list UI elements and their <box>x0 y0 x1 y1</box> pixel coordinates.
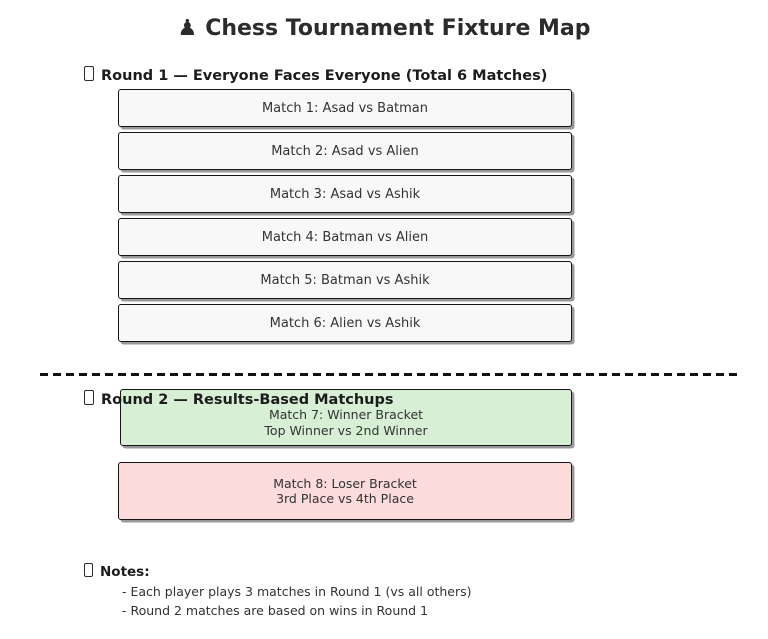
loser-bracket-line1: Match 8: Loser Bracket <box>273 475 417 491</box>
notes-header-text: Notes: <box>100 564 150 580</box>
winner-bracket-line2: Top Winner vs 2nd Winner <box>264 422 428 438</box>
note-item-2: - Round 2 matches are based on wins in R… <box>122 603 429 618</box>
loser-bracket-box: Match 8: Loser Bracket 3rd Place vs 4th … <box>118 462 572 520</box>
page-title: ♟ Chess Tournament Fixture Map <box>0 16 768 41</box>
winner-bracket-box: Match 7: Winner Bracket Top Winner vs 2n… <box>120 389 572 446</box>
notes-header: Notes: <box>84 563 150 580</box>
round2-header-text: Round 2 — Results-Based Matchups <box>101 392 394 408</box>
winner-bracket-line1: Match 7: Winner Bracket <box>268 407 424 422</box>
note-item-1: - Each player plays 3 matches in Round 1… <box>122 584 472 599</box>
match-5-box: Match 5: Batman vs Ashik <box>118 261 572 299</box>
loser-bracket-line2: 3rd Place vs 4th Place <box>276 491 414 506</box>
chess-pawn-icon: ♟ <box>177 16 198 41</box>
page-title-text: Chess Tournament Fixture Map <box>205 16 591 41</box>
missing-emoji-icon <box>84 563 93 577</box>
match-6-box: Match 6: Alien vs Ashik <box>118 304 572 342</box>
match-2-box: Match 2: Asad vs Alien <box>118 132 572 170</box>
dashed-divider <box>40 373 737 376</box>
match-4-box: Match 4: Batman vs Alien <box>118 218 572 256</box>
round2-header: Round 2 — Results-Based Matchups <box>84 390 394 408</box>
missing-emoji-icon <box>84 390 94 405</box>
round1-header-text: Round 1 — Everyone Faces Everyone (Total… <box>101 68 548 84</box>
round1-header: Round 1 — Everyone Faces Everyone (Total… <box>84 66 547 84</box>
match-3-box: Match 3: Asad vs Ashik <box>118 175 572 213</box>
missing-emoji-icon <box>84 66 94 81</box>
match-1-box: Match 1: Asad vs Batman <box>118 89 572 127</box>
